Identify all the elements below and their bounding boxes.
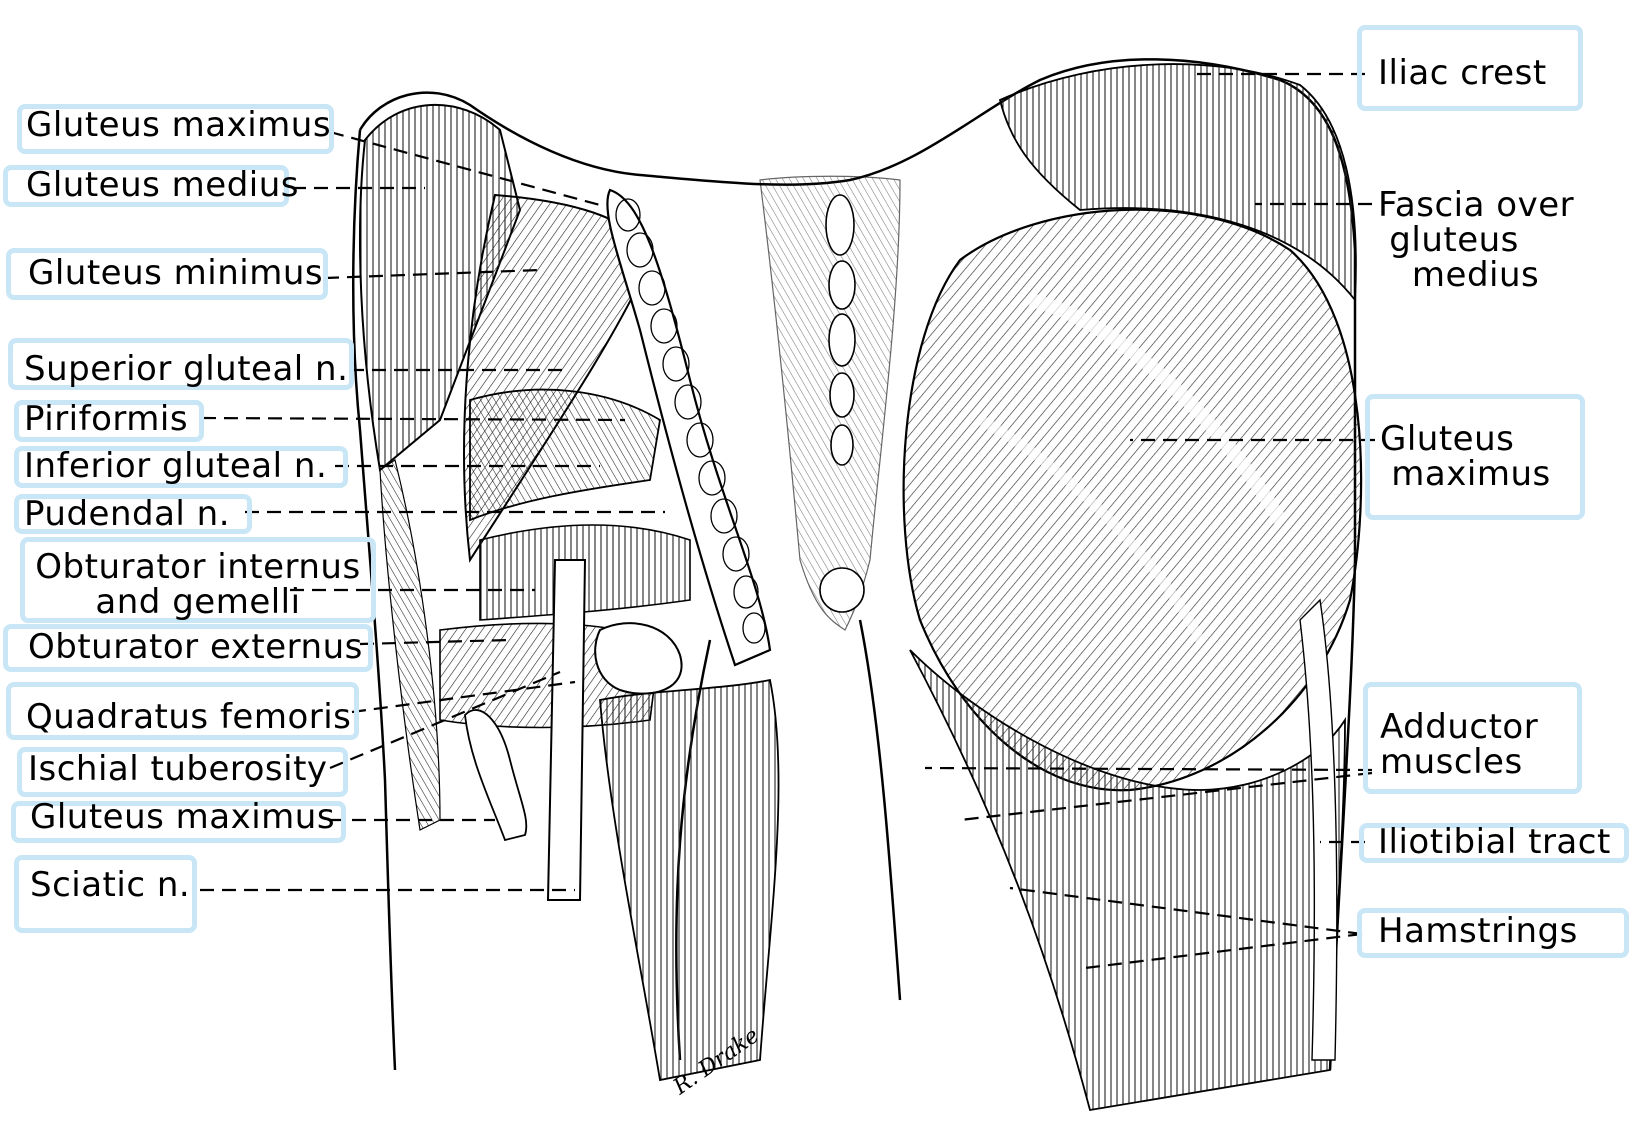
label-text: Inferior gluteal n.	[24, 446, 328, 486]
reflected-gm-scales	[615, 198, 766, 644]
label-text: Gluteus minimus	[28, 253, 324, 293]
label-text: Pudendal n.	[24, 494, 231, 534]
sacrum-midline	[759, 175, 901, 631]
label-text: Gluteus maximus	[30, 797, 336, 837]
label-box	[11, 801, 346, 843]
label-text: Adductor muscles	[1380, 707, 1539, 782]
label-box	[6, 682, 359, 740]
label-box	[6, 248, 328, 300]
label-box	[1357, 908, 1629, 958]
fascia-over-gluteus-medius-shape	[998, 63, 1357, 303]
label-box	[17, 104, 334, 154]
label-box	[14, 494, 252, 534]
piriformis-shape	[469, 388, 661, 522]
iliotibial-tract-shape	[1299, 598, 1338, 1061]
label-text: Superior gluteal n.	[24, 349, 349, 389]
reflected-gluteus-maximus	[606, 188, 772, 667]
label-text: Iliotibial tract	[1378, 822, 1611, 862]
label-text: Iliac crest	[1378, 53, 1547, 93]
left-thigh-muscles	[599, 678, 780, 1082]
label-text: Ischial tuberosity	[28, 749, 328, 789]
label-box	[8, 338, 354, 390]
label-text: Fascia over gluteus medius	[1378, 185, 1575, 295]
label-box	[1363, 682, 1582, 794]
right-thigh-muscles	[909, 649, 1346, 1112]
label-box	[20, 537, 376, 623]
label-text: Quadratus femoris	[26, 697, 352, 737]
gluteus-maximus-right-shape	[902, 208, 1363, 792]
label-text: Gluteus maximus	[1380, 419, 1551, 494]
label-box	[14, 855, 197, 933]
ischial-tuberosity-shape	[594, 622, 683, 695]
right-side-muscles	[902, 63, 1363, 1112]
sciatic-nerve-shape	[546, 559, 587, 901]
lower-gluteus-maximus-cut	[464, 709, 528, 842]
leader-lines	[200, 72, 1375, 970]
label-box	[3, 624, 373, 672]
label-box	[1365, 394, 1585, 520]
label-box	[1359, 823, 1629, 863]
label-text: Sciatic n.	[30, 865, 191, 905]
label-box	[17, 747, 348, 797]
label-text: Obturator internus and gemelli	[35, 547, 361, 622]
left-lateral-thigh	[379, 459, 441, 831]
label-box	[3, 165, 289, 207]
label-box	[1357, 25, 1583, 111]
label-text: Obturator externus	[28, 627, 363, 667]
label-text: Gluteus medius	[26, 165, 299, 205]
label-box	[14, 446, 348, 488]
label-text: Piriformis	[24, 399, 189, 439]
label-box	[14, 400, 204, 442]
label-text: Gluteus maximus	[26, 105, 332, 145]
left-dissection	[359, 104, 780, 1082]
label-text: Hamstrings	[1378, 911, 1578, 951]
